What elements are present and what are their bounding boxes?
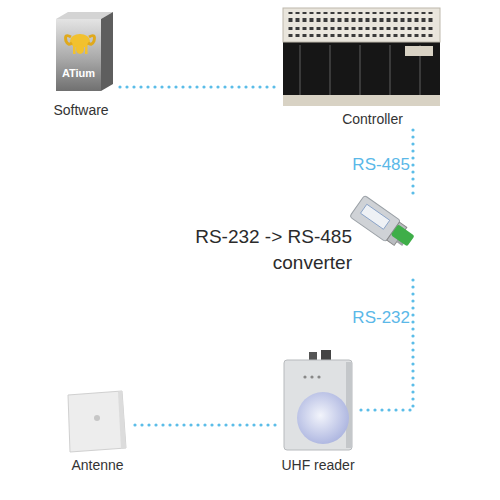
uhf-reader-illustration — [284, 350, 352, 450]
controller-node: Controller — [280, 5, 445, 130]
uhf-reader-node: UHF reader — [278, 352, 358, 474]
software-box-illustration — [56, 12, 113, 91]
controller-illustration — [283, 8, 440, 106]
antenna-node: Antenne — [60, 388, 135, 474]
dotted-connector — [358, 280, 413, 410]
signal-label: RS-232 — [320, 308, 410, 328]
node-label: Controller — [310, 111, 435, 127]
software-node: ATiumSoftware — [42, 10, 120, 118]
antenna-illustration — [68, 391, 126, 452]
node-label: Antenne — [60, 457, 135, 473]
converter-illustration — [350, 195, 415, 251]
node-label: UHF reader — [278, 457, 358, 473]
dotted-connector — [135, 423, 278, 426]
signal-label: RS-485 — [320, 155, 410, 175]
dotted-connector — [411, 130, 414, 195]
dotted-connector — [120, 85, 280, 88]
node-label: Software — [42, 102, 120, 118]
converter-node: RS-232 -> RS-485 converter — [175, 195, 418, 280]
software-logo-text: ATium — [56, 67, 101, 80]
node-label: RS-232 -> RS-485 converter — [177, 224, 352, 276]
